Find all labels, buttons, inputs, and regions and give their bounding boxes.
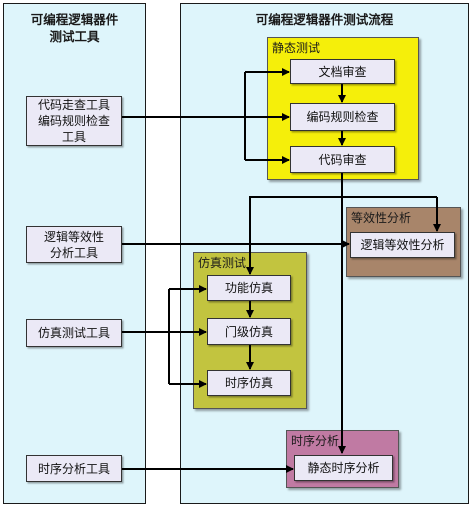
timing-tool-label: 时序分析工具 [37, 461, 110, 476]
static-timing-analysis-step[interactable]: 静态时序分析 [294, 455, 393, 481]
coding-rule-check-step[interactable]: 编码规则检查 [290, 103, 395, 131]
code-review-tool-line1: 代码走查工具 [37, 98, 110, 112]
simulation-tool-label: 仿真测试工具 [37, 326, 110, 340]
simulation-label: 仿真测试 [198, 256, 247, 270]
gate-level-sim-step[interactable]: 门级仿真 [207, 318, 291, 345]
equivalence-tool-line2: 分析工具 [49, 245, 98, 260]
doc-review-step[interactable]: 文档审查 [290, 59, 395, 84]
equivalence-tool-line1: 逻辑等效性 [43, 229, 104, 244]
code-review-step[interactable]: 代码审查 [290, 146, 395, 173]
code-review-tool-line2: 编码规则检查 [37, 114, 110, 128]
equivalence-label: 等效性分析 [351, 211, 412, 225]
tools-panel-title-line2: 测试工具 [49, 29, 100, 44]
timing-sim-step[interactable]: 时序仿真 [207, 370, 291, 396]
functional-sim-step[interactable]: 功能仿真 [207, 275, 291, 301]
code-review-tool-box[interactable]: 代码走查工具 编码规则检查 工具 [26, 96, 122, 146]
simulation-tool-box[interactable]: 仿真测试工具 [26, 319, 122, 347]
timing-tool-box[interactable]: 时序分析工具 [26, 455, 122, 482]
logic-equivalence-step[interactable]: 逻辑等效性分析 [350, 232, 455, 258]
equivalence-tool-box[interactable]: 逻辑等效性 分析工具 [26, 226, 122, 263]
code-review-tool-line3: 工具 [61, 130, 86, 144]
static-test-label: 静态测试 [272, 41, 321, 55]
tools-panel-title-line1: 可编程逻辑器件 [30, 12, 119, 27]
timing-analysis-label: 时序分析 [291, 434, 340, 448]
flow-panel-title: 可编程逻辑器件测试流程 [255, 12, 394, 27]
